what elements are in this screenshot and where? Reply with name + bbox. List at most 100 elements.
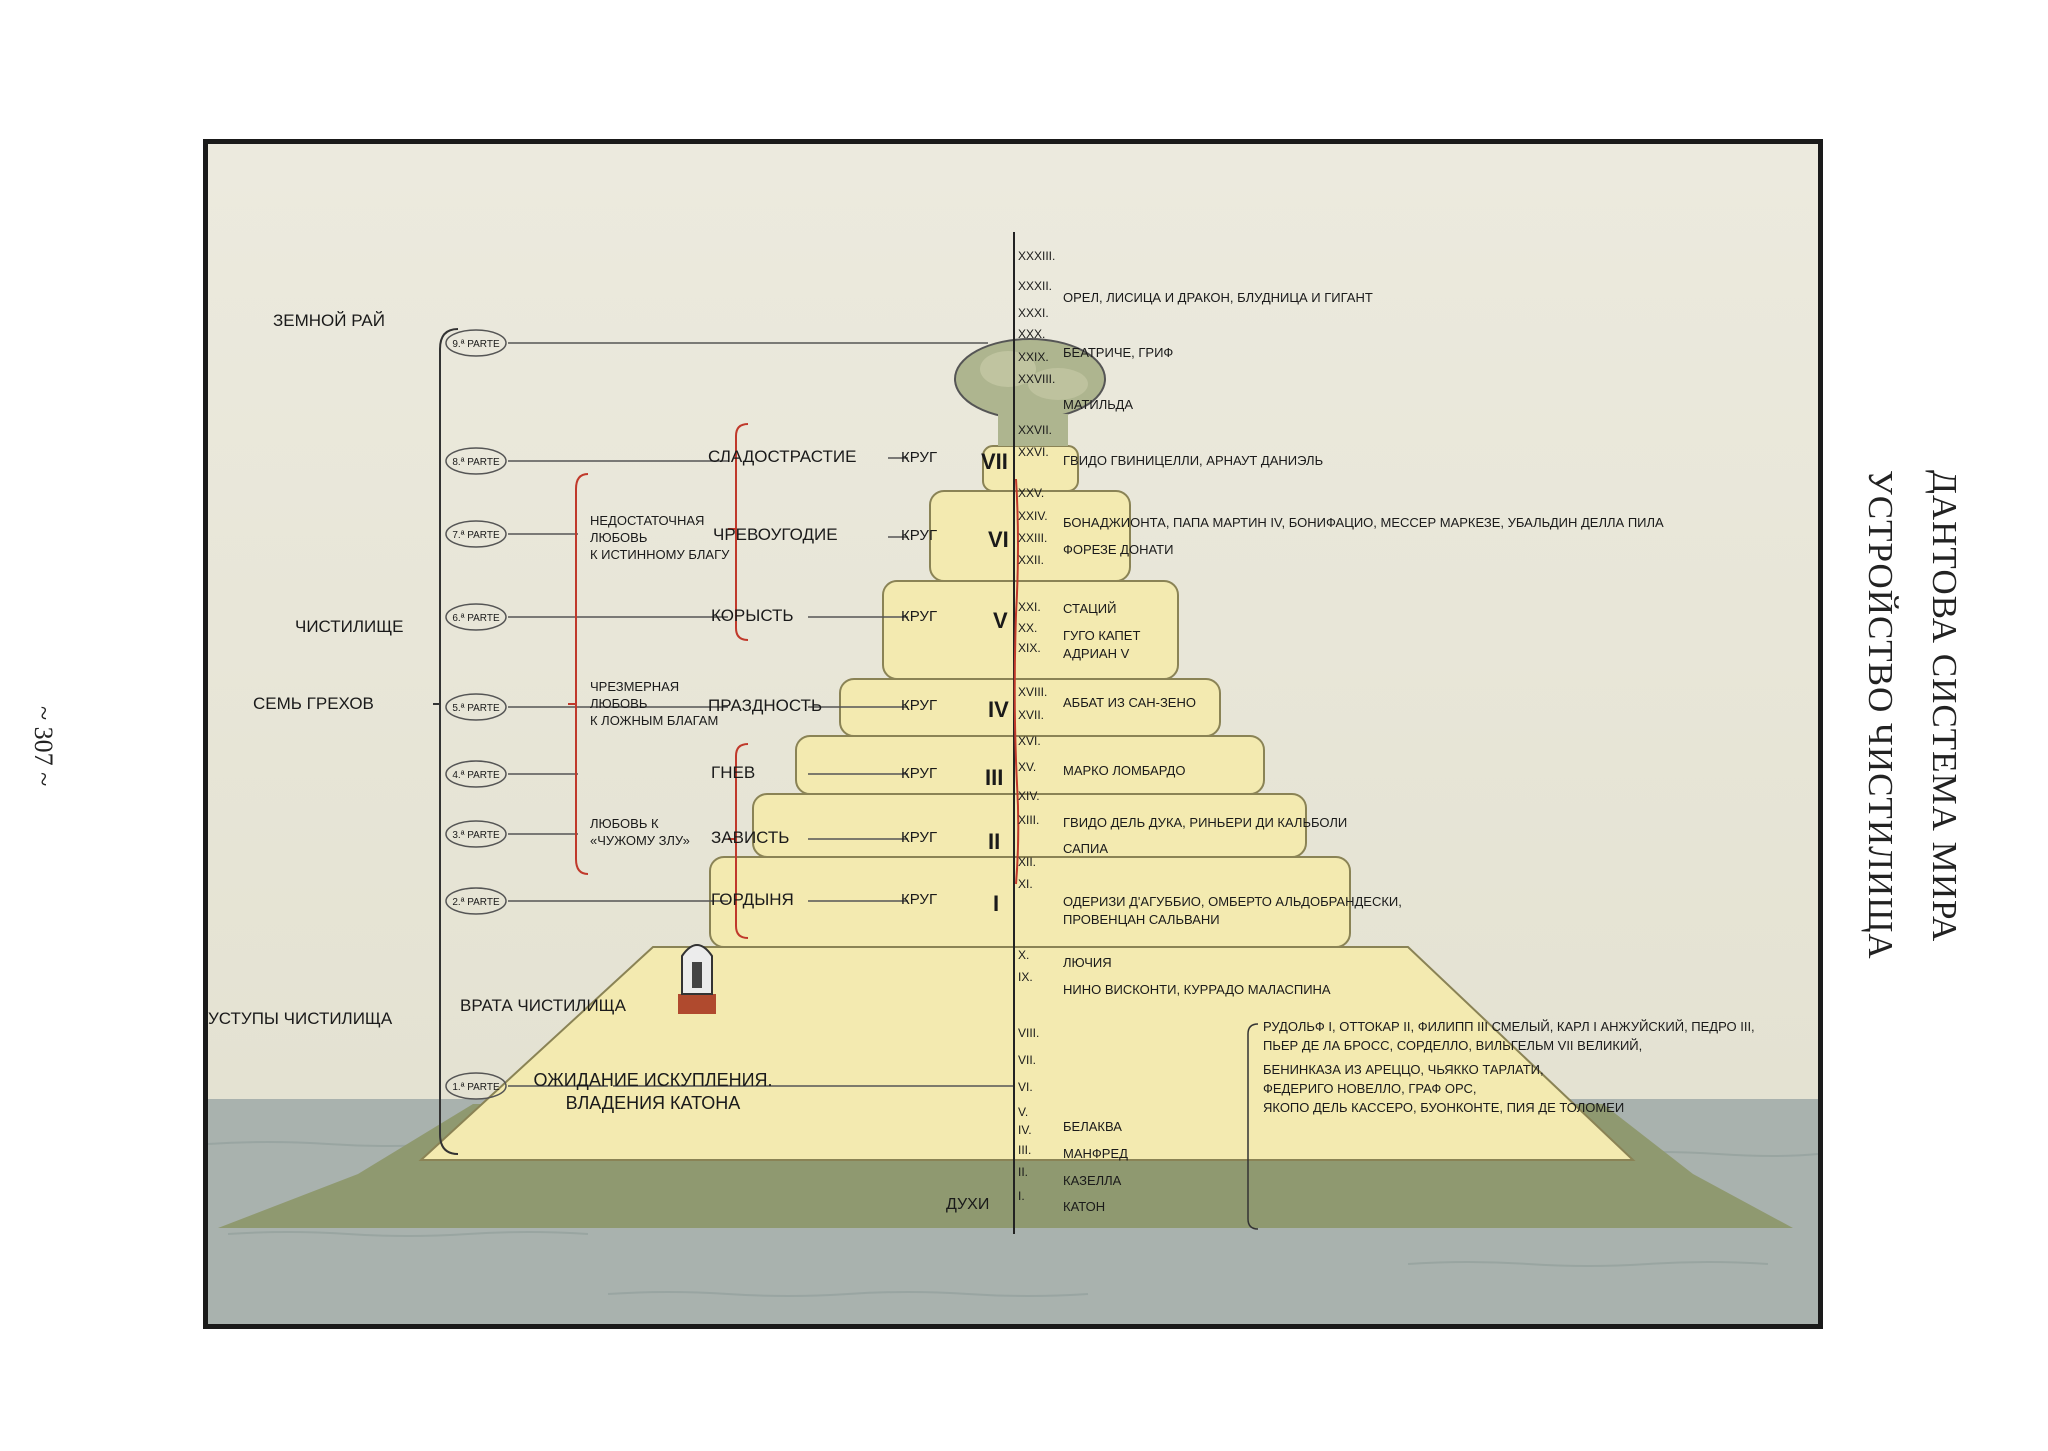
canto-numeral: XIV. — [1018, 789, 1040, 803]
lower-labels: ВРАТА ЧИСТИЛИЩА ОЖИДАНИЕ ИСКУПЛЕНИЯ. ВЛА… — [460, 996, 989, 1213]
parte-marker: 8.ª PARTE — [445, 447, 507, 475]
circle-numeral-6: VI — [988, 527, 1009, 552]
canto-numeral: XXV. — [1018, 486, 1044, 500]
figure-label: НИНО ВИСКОНТИ, КУРРАДО МАЛАСПИНА — [1063, 982, 1331, 997]
canto-numeral: XXIX. — [1018, 350, 1049, 364]
sin-avarice: КОРЫСТЬ — [711, 606, 794, 625]
parte-label: 7.ª PARTE — [452, 530, 500, 541]
label-ustupy: УСТУПЫ ЧИСТИЛИЩА — [208, 1009, 393, 1028]
left-labels: ЗЕМНОЙ РАЙ ЧИСТИЛИЩЕ СЕМЬ ГРЕХОВ УСТУПЫ … — [208, 311, 404, 1028]
circle-numeral-2: II — [988, 829, 1000, 854]
figure-label: ПРОВЕНЦАН САЛЬВАНИ — [1063, 912, 1220, 927]
canto-numeral: XXIV. — [1018, 509, 1048, 523]
sin-labels: СЛАДОСТРАСТИЕ ЧРЕВОУГОДИЕ КОРЫСТЬ ПРАЗДН… — [708, 447, 856, 909]
canto-numeral: XXX. — [1018, 327, 1045, 341]
page-title-line2: УСТРОЙСТВО ЧИСТИЛИЩА — [1861, 470, 1900, 960]
canto-numeral: XVIII. — [1018, 685, 1047, 699]
figure-label: ОРЕЛ, ЛИСИЦА И ДРАКОН, БЛУДНИЦА И ГИГАНТ — [1063, 290, 1373, 305]
parte-marker: 7.ª PARTE — [445, 520, 507, 548]
love-excessive-2: ЛЮБОВЬ — [590, 696, 647, 711]
figure-label: БОНАДЖИОНТА, ПАПА МАРТИН IV, БОНИФАЦИО, … — [1063, 515, 1664, 530]
parte-label: 4.ª PARTE — [452, 770, 500, 781]
circle-numeral-1: I — [993, 891, 999, 916]
sin-pride: ГОРДЫНЯ — [711, 890, 794, 909]
canto-numeral: XXXII. — [1018, 279, 1052, 293]
canto-numeral: XXIII. — [1018, 531, 1047, 545]
love-bracket — [575, 473, 589, 875]
canto-numeral: XXI. — [1018, 600, 1041, 614]
parte-markers: 9.ª PARTE 8.ª PARTE 7.ª PARTE 6.ª PARTE 5.ª … — [445, 329, 507, 1100]
love-insufficient-3: К ИСТИННОМУ БЛАГУ — [590, 547, 730, 562]
circle-word-2: КРУГ — [901, 829, 937, 846]
parte-connectors — [508, 342, 1013, 1087]
illustration-plate: 9.ª PARTE 8.ª PARTE 7.ª PARTE 6.ª PARTE 5.ª … — [203, 139, 1823, 1329]
canto-numeral: XXXIII. — [1018, 249, 1055, 263]
circle-labels: КРУГ КРУГ КРУГ КРУГ КРУГ КРУГ КРУГ VII V… — [901, 449, 1009, 916]
sin-gluttony: ЧРЕВОУГОДИЕ — [713, 525, 838, 544]
label-gate: ВРАТА ЧИСТИЛИЩА — [460, 996, 627, 1015]
figure-label: АДРИАН V — [1063, 646, 1130, 661]
label-waiting-1: ОЖИДАНИЕ ИСКУПЛЕНИЯ. — [533, 1070, 772, 1090]
canto-numeral: III. — [1018, 1143, 1031, 1157]
figure-label: СТАЦИЙ — [1063, 601, 1116, 616]
label-chistilishche: ЧИСТИЛИЩЕ — [295, 617, 404, 636]
figure-label: КАТОН — [1063, 1199, 1105, 1214]
love-insufficient-2: ЛЮБОВЬ — [590, 530, 647, 545]
ante-bracket — [1247, 1023, 1259, 1230]
canto-numeral: VIII. — [1018, 1026, 1039, 1040]
canto-numeral: XV. — [1018, 760, 1036, 774]
canto-numeral: XIII. — [1018, 813, 1039, 827]
figure-label: ОДЕРИЗИ Д'АГУББИО, ОМБЕРТО АЛЬДОБРАНДЕСК… — [1063, 894, 1402, 909]
love-excessive-3: К ЛОЖНЫМ БЛАГАМ — [590, 713, 718, 728]
figure-label: АББАТ ИЗ САН-ЗЕНО — [1063, 695, 1196, 710]
parte-label: 6.ª PARTE — [452, 613, 500, 624]
canto-numeral: XVI. — [1018, 734, 1041, 748]
parte-label: 5.ª PARTE — [452, 703, 500, 714]
parte-label: 2.ª PARTE — [452, 897, 500, 908]
canto-numeral: I. — [1018, 1189, 1025, 1203]
sin-wrath: ГНЕВ — [711, 763, 755, 782]
parte-marker: 5.ª PARTE — [445, 693, 507, 721]
figure-label: ФОРЕЗЕ ДОНАТИ — [1063, 542, 1173, 557]
canto-numeral: XXXI. — [1018, 306, 1049, 320]
figure-label: БЕНИНКАЗА ИЗ АРЕЦЦО, ЧЬЯККО ТАРЛАТИ, — [1263, 1062, 1544, 1077]
canto-numeral: VI. — [1018, 1080, 1033, 1094]
label-spirits: ДУХИ — [946, 1196, 989, 1213]
figure-label: ГВИДО ГВИНИЦЕЛЛИ, АРНАУТ ДАНИЭЛЬ — [1063, 453, 1323, 468]
parte-marker: 1.ª PARTE — [445, 1072, 507, 1100]
purgatory-gate-icon — [678, 944, 716, 1014]
figure-label: КАЗЕЛЛА — [1063, 1173, 1122, 1188]
page-title-line1: ДАНТОВА СИСТЕМА МИРА — [1925, 470, 1964, 943]
canto-numeral: V. — [1018, 1105, 1028, 1119]
figure-label: МАНФРЕД — [1063, 1146, 1128, 1161]
love-excessive-1: ЧРЕЗМЕРНАЯ — [590, 679, 679, 694]
figure-label: РУДОЛЬФ I, ОТТОКАР II, ФИЛИПП III СМЕЛЫЙ… — [1263, 1019, 1755, 1034]
love-evil-1: ЛЮБОВЬ К — [590, 816, 659, 831]
love-insufficient-1: НЕДОСТАТОЧНАЯ — [590, 513, 704, 528]
canto-numeral: XIX. — [1018, 641, 1041, 655]
parte-marker: 2.ª PARTE — [445, 887, 507, 915]
love-evil-2: «ЧУЖОМУ ЗЛУ» — [590, 833, 690, 848]
canto-numeral: IV. — [1018, 1123, 1032, 1137]
label-sem-grekhov: СЕМЬ ГРЕХОВ — [253, 694, 374, 713]
circle-word-1: КРУГ — [901, 891, 937, 908]
label-zemnoy-ray: ЗЕМНОЙ РАЙ — [273, 311, 385, 330]
parte-label: 8.ª PARTE — [452, 457, 500, 468]
canto-numeral: II. — [1018, 1165, 1028, 1179]
figure-label: ГВИДО ДЕЛЬ ДУКА, РИНЬЕРИ ДИ КАЛЬБОЛИ — [1063, 815, 1347, 830]
canto-numerals: XXXIII.XXXII.XXXI.XXX.XXIX.XXVIII.XXVII.… — [1018, 249, 1055, 1203]
canto-numeral: IX. — [1018, 970, 1033, 984]
central-red-line — [1013, 478, 1020, 885]
purgatory-diagram: 9.ª PARTE 8.ª PARTE 7.ª PARTE 6.ª PARTE 5.ª … — [208, 144, 1818, 1324]
canto-numeral: XXII. — [1018, 553, 1044, 567]
terraces — [709, 445, 1351, 948]
figure-label: БЕАТРИЧЕ, ГРИФ — [1063, 345, 1173, 360]
parte-marker: 9.ª PARTE — [445, 329, 507, 357]
circle-numeral-5: V — [993, 608, 1008, 633]
circle-word-4: КРУГ — [901, 697, 937, 714]
canto-numeral: XII. — [1018, 855, 1036, 869]
figure-label: МАРКО ЛОМБАРДО — [1063, 763, 1185, 778]
canto-numeral: XI. — [1018, 877, 1033, 891]
sin-lust: СЛАДОСТРАСТИЕ — [708, 447, 856, 466]
figure-label: МАТИЛЬДА — [1063, 397, 1133, 412]
